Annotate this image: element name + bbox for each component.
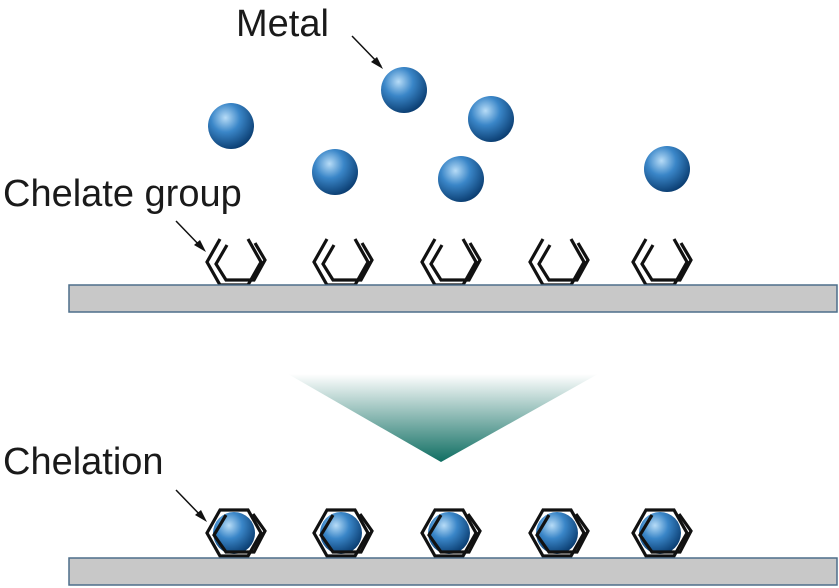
chelate-group (420, 237, 482, 287)
metal-ion (639, 512, 681, 554)
chelate-group (528, 237, 590, 287)
process-arrow (288, 374, 598, 462)
chelated-complex (205, 508, 267, 558)
metal-label: Metal (236, 3, 329, 45)
chelate-group-label: Chelate group (3, 173, 242, 215)
chelated-complexes (205, 508, 693, 558)
chelated-complex (312, 508, 374, 558)
chelation-label: Chelation (3, 441, 164, 483)
chelate-group (312, 237, 374, 287)
chelate-group (205, 237, 267, 287)
metal-ion (312, 149, 358, 195)
metal-ion (536, 512, 578, 554)
chelated-complex (631, 508, 693, 558)
metal-ion (438, 156, 484, 202)
metal-pointer-arrowhead (371, 57, 383, 69)
substrate-top (68, 284, 838, 313)
chelate-group (631, 237, 693, 287)
chelation-pointer-arrowhead (195, 510, 207, 522)
metal-ion (381, 67, 427, 113)
metal-ion (213, 512, 255, 554)
metal-ion (320, 512, 362, 554)
metal-ion (428, 512, 470, 554)
chelated-complex (420, 508, 482, 558)
metal-ion (644, 146, 690, 192)
chelate-groups (205, 237, 693, 287)
free-metal-ions (208, 67, 690, 202)
chelated-complex (528, 508, 590, 558)
substrate-bottom (68, 557, 838, 586)
metal-ion (468, 96, 514, 142)
metal-ion (208, 103, 254, 149)
chelate-group-pointer-arrowhead (194, 240, 206, 252)
